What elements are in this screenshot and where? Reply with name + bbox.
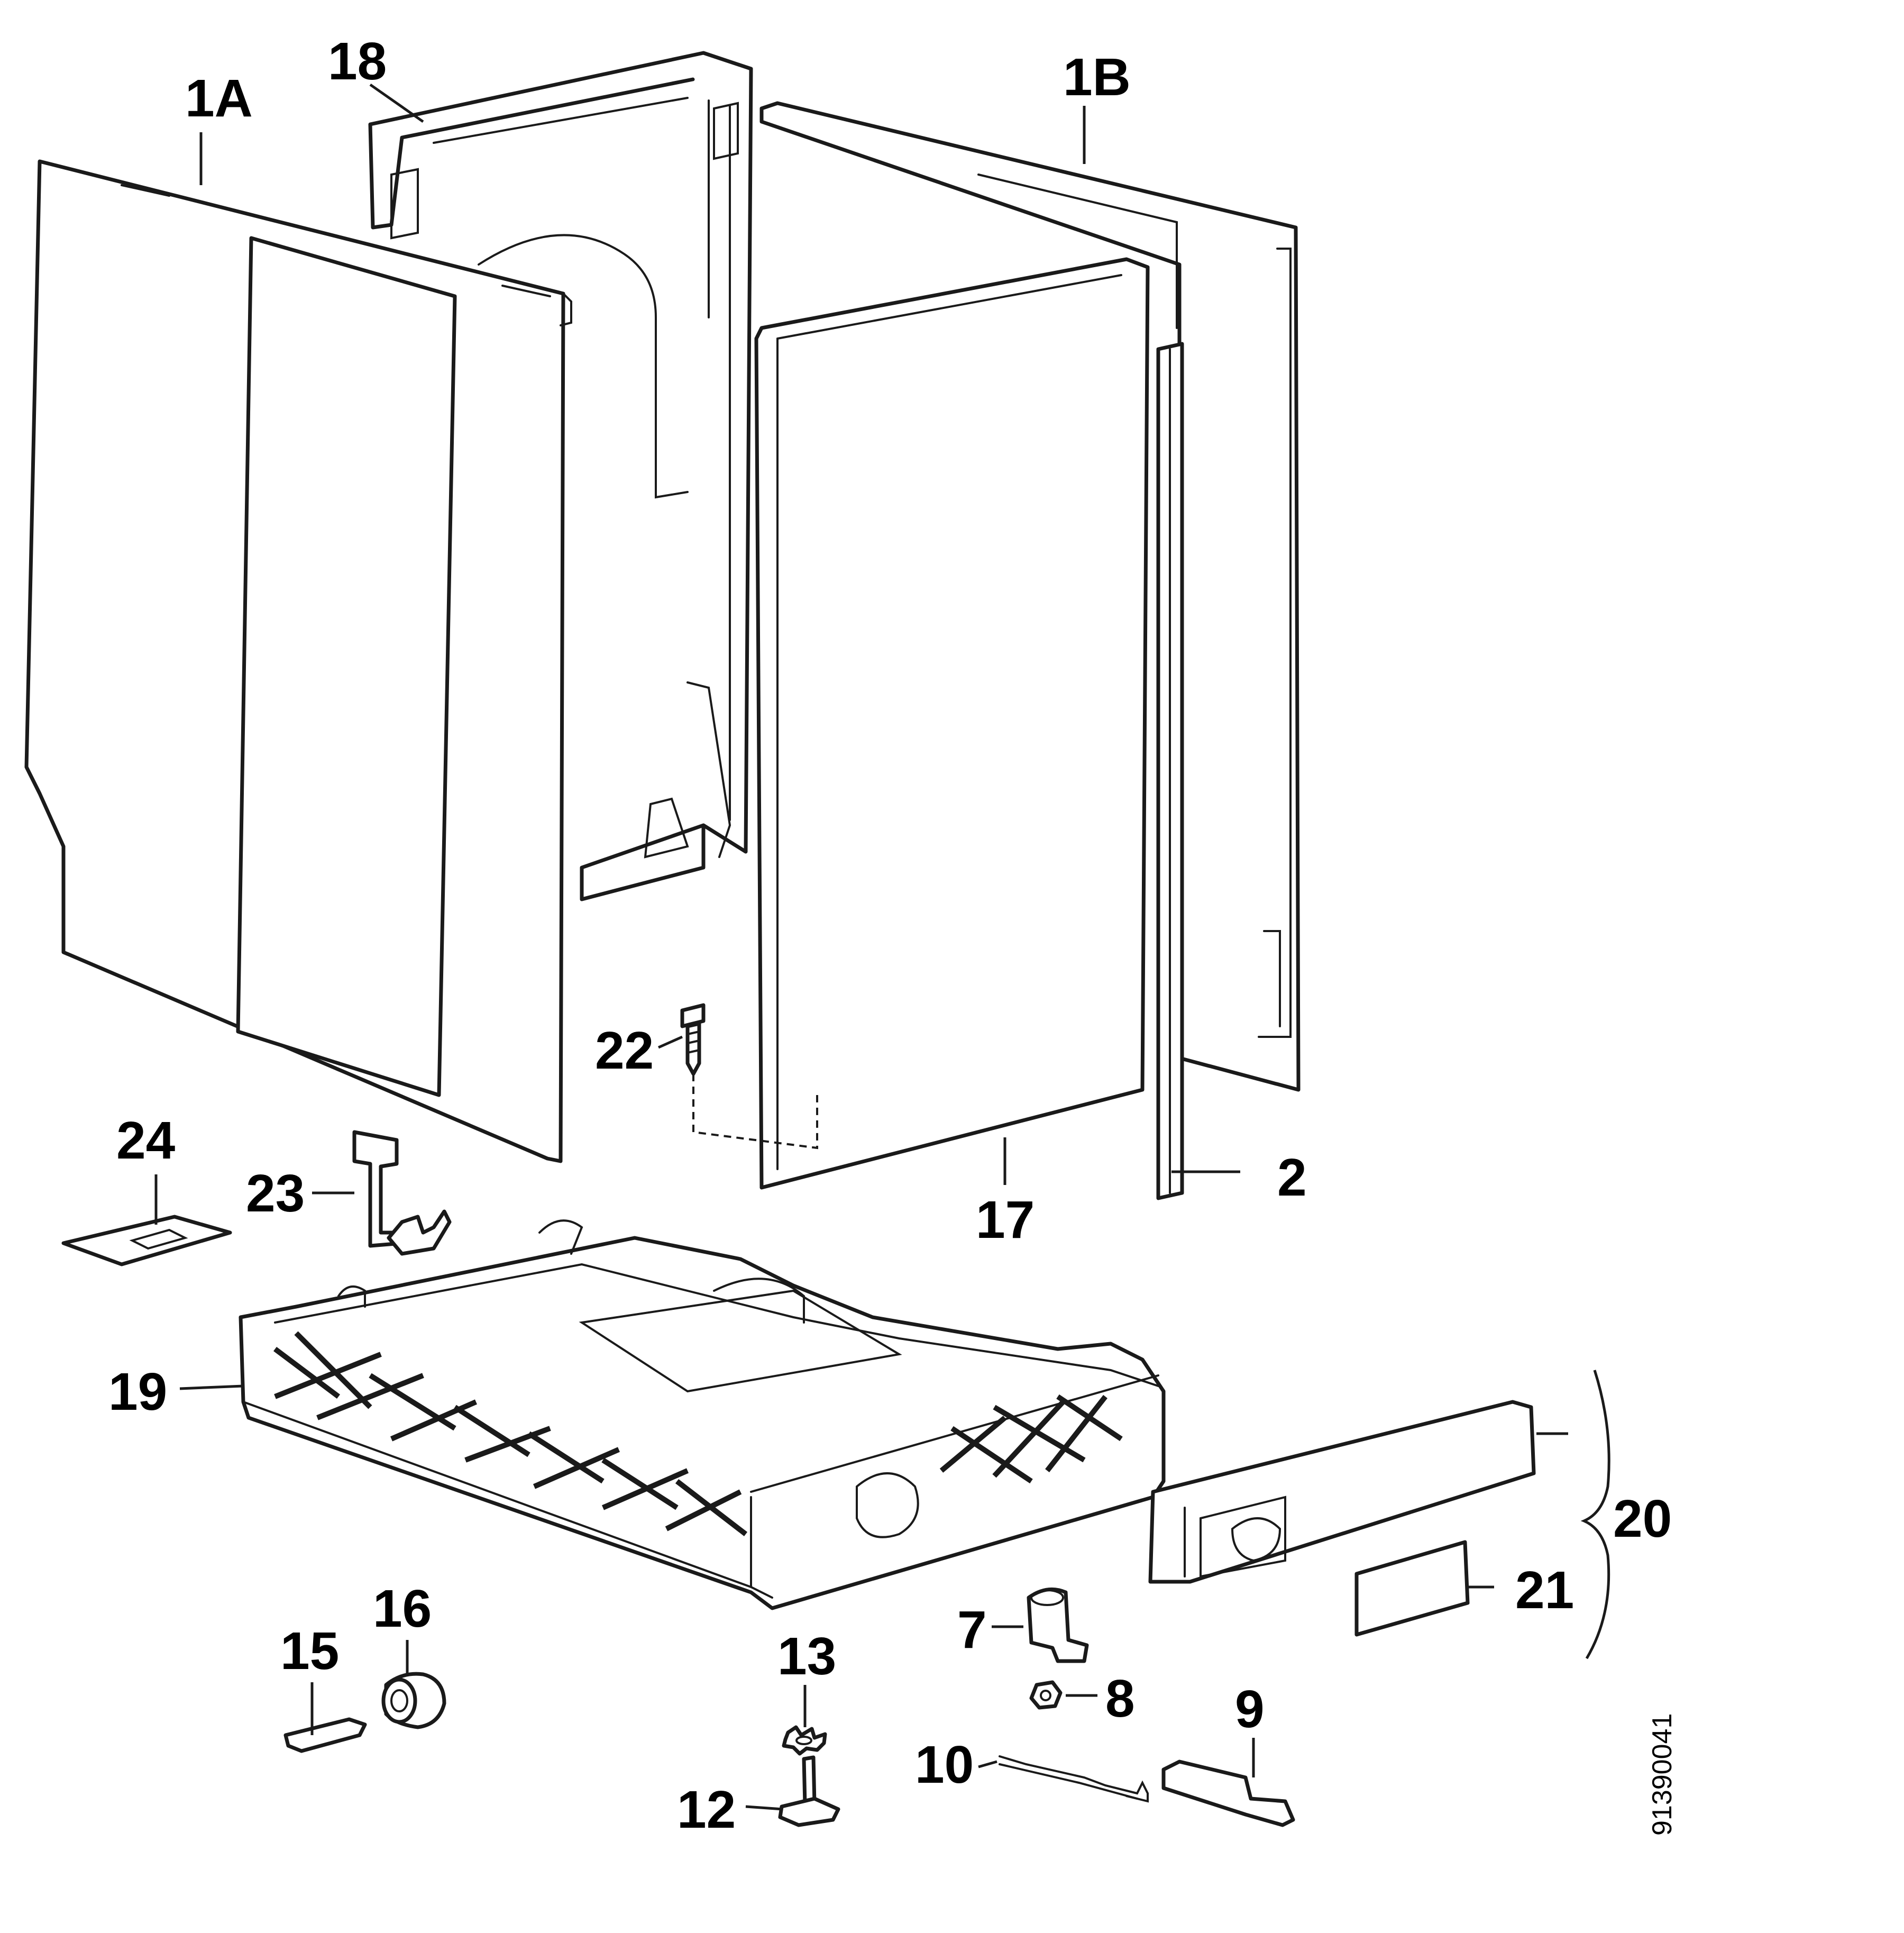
callout-22: 22 xyxy=(595,1021,654,1080)
part-19-base-frame xyxy=(239,1219,1166,1610)
callout-2: 2 xyxy=(1277,1148,1307,1207)
callout-18: 18 xyxy=(328,32,387,91)
callout-16: 16 xyxy=(373,1579,432,1638)
callout-12: 12 xyxy=(677,1780,736,1839)
callout-23: 23 xyxy=(246,1164,305,1223)
brace-20-21 xyxy=(1580,1370,1610,1660)
callout-17: 17 xyxy=(976,1190,1035,1250)
leader-lines xyxy=(154,83,1568,1811)
part-9-cover xyxy=(1161,1759,1295,1827)
callout-13: 13 xyxy=(777,1627,836,1686)
part-23-bracket-clip xyxy=(352,1130,452,1256)
part-2-trim-strip xyxy=(1156,342,1184,1200)
document-number: 91390041 xyxy=(1647,1713,1678,1836)
part-17-front-panel xyxy=(754,257,1150,1190)
part-21-label-plate xyxy=(1354,1540,1470,1637)
part-13-toothed-washer xyxy=(782,1725,827,1756)
part-22-screw xyxy=(680,1003,818,1150)
callout-1a: 1A xyxy=(185,69,253,128)
callout-21: 21 xyxy=(1515,1561,1574,1620)
callout-7: 7 xyxy=(957,1600,987,1660)
part-1b-right-side-panel xyxy=(759,101,1301,1092)
callout-24: 24 xyxy=(116,1111,176,1170)
part-10-wire-rod xyxy=(999,1755,1149,1803)
part-24-plate xyxy=(61,1215,232,1266)
part-20-kick-plate xyxy=(1148,1400,1536,1584)
part-1a-left-side-panel xyxy=(24,159,572,1163)
part-8-nut xyxy=(1029,1680,1063,1710)
callout-10: 10 xyxy=(915,1735,974,1794)
callout-1b: 1B xyxy=(1063,48,1131,107)
callout-19: 19 xyxy=(108,1362,167,1421)
part-15-clip xyxy=(283,1717,367,1753)
callouts: 1A 18 1B 22 24 23 17 2 19 20 21 16 15 7 … xyxy=(108,32,1672,1839)
part-16-bushing xyxy=(381,1672,446,1729)
part-12-levelling-foot xyxy=(778,1755,840,1827)
callout-15: 15 xyxy=(280,1621,339,1681)
callout-9: 9 xyxy=(1235,1680,1265,1739)
callout-20: 20 xyxy=(1613,1489,1672,1548)
callout-8: 8 xyxy=(1105,1669,1135,1728)
part-7-foot-holder xyxy=(1027,1587,1089,1663)
